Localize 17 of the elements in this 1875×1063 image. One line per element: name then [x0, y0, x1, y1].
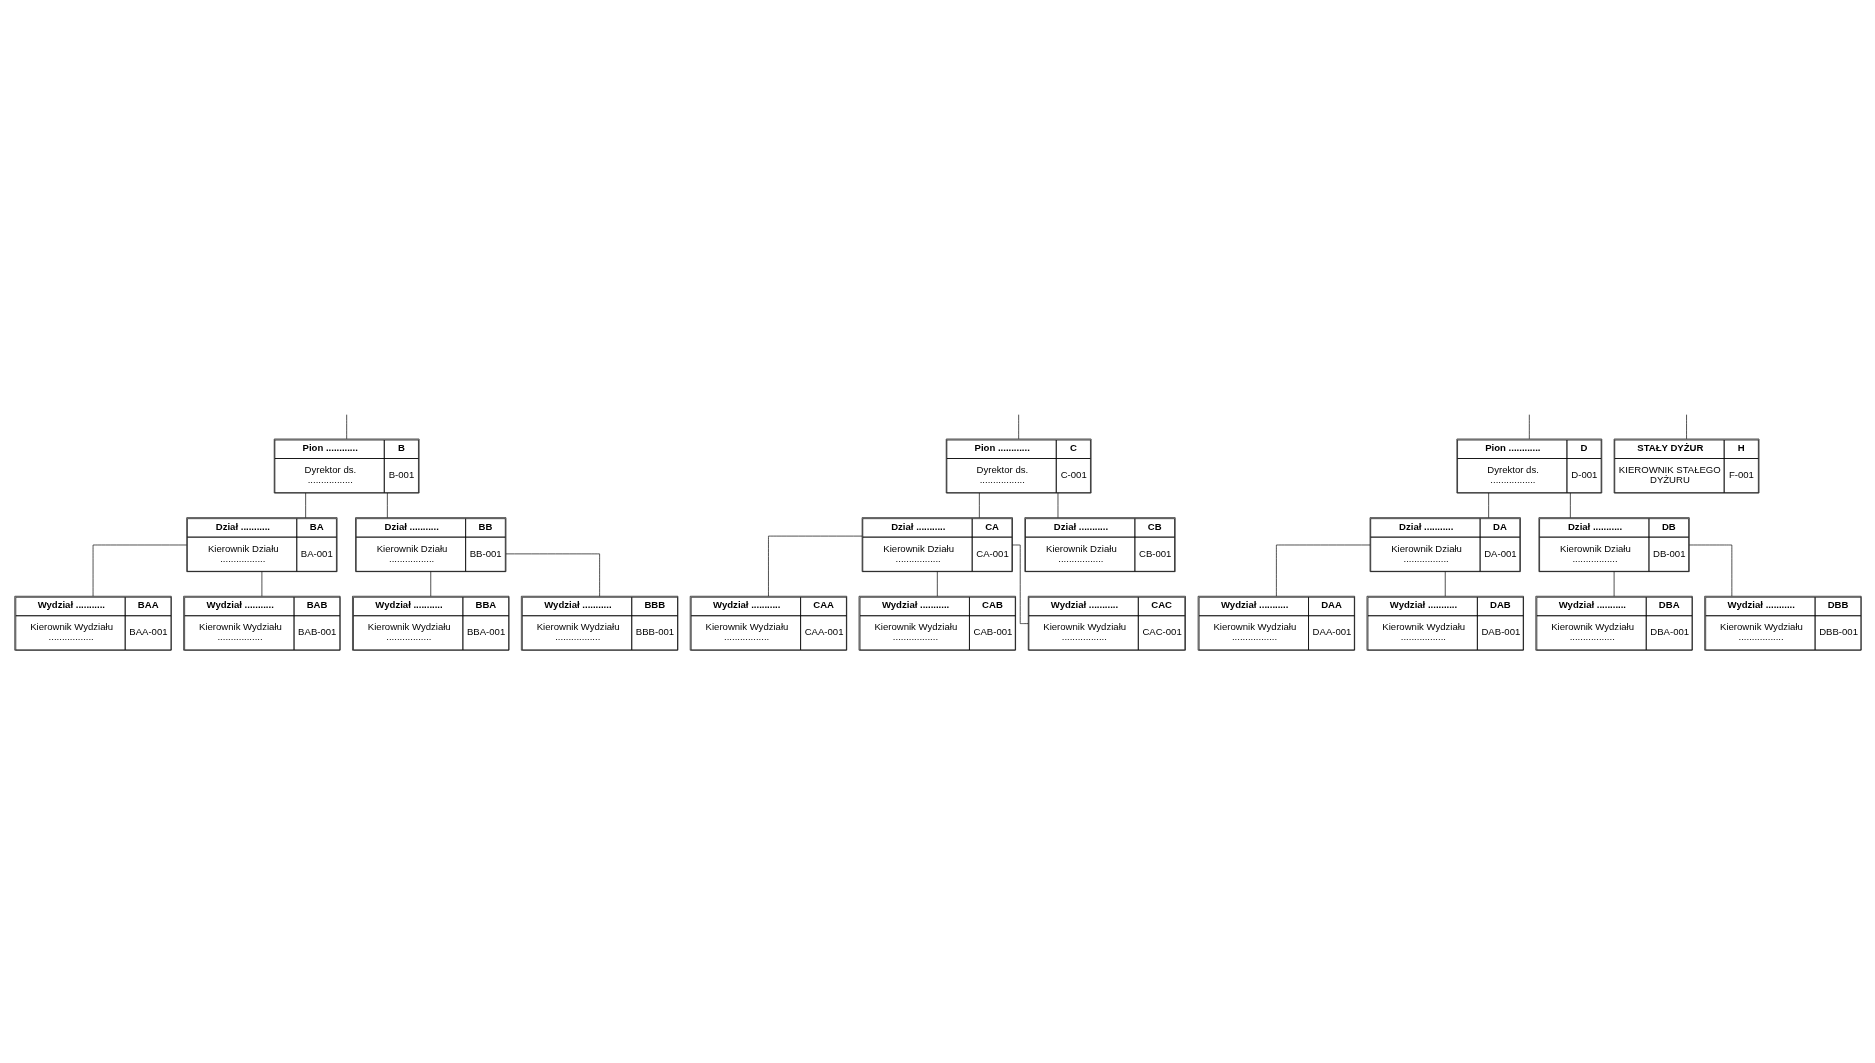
connector	[1613, 570, 1614, 596]
connector	[1487, 492, 1489, 518]
connector	[1569, 492, 1571, 518]
connector	[386, 492, 388, 518]
connector	[978, 492, 980, 518]
connector	[767, 535, 862, 596]
connector	[92, 544, 187, 596]
connector	[1057, 492, 1058, 518]
connector	[261, 570, 262, 596]
connector	[304, 492, 306, 518]
connector	[1688, 544, 1732, 596]
connector	[1685, 413, 1687, 439]
connector	[505, 553, 600, 597]
connector	[429, 570, 431, 596]
connector	[1444, 570, 1446, 596]
connector	[1275, 544, 1370, 596]
connector	[936, 570, 938, 596]
